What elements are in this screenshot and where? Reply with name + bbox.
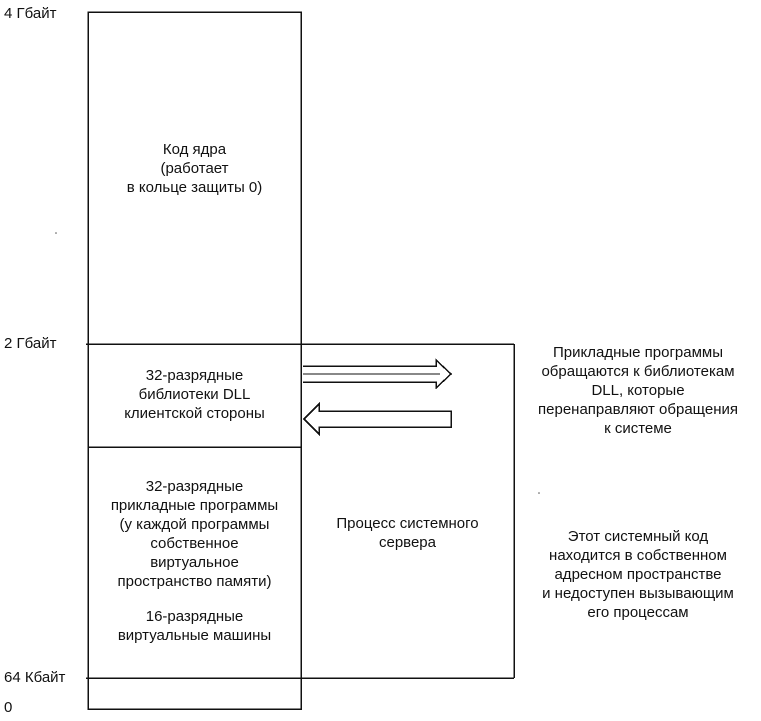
axis-label-2gb: 2 Гбайт	[4, 335, 57, 352]
dll-line: клиентской стороны	[124, 405, 265, 422]
vm-line: виртуальные машины	[117, 627, 272, 644]
kernel-line: в кольце защиты 0)	[126, 179, 263, 196]
dll-line: библиотеки DLL	[138, 386, 251, 403]
address-space-column	[87, 11, 302, 710]
axis-label-4gb: 4 Гбайт	[4, 5, 57, 22]
note-bottom-line: и недоступен вызывающим	[542, 585, 734, 602]
note-top-line: DLL, которые	[591, 382, 685, 399]
note-top-line: к системе	[604, 420, 672, 437]
applications-block: 32-разрядные прикладные программы (у каж…	[88, 477, 301, 645]
vm-line: 16-разрядные	[145, 608, 244, 625]
note-bottom: Этот системный код находится в собственн…	[516, 527, 760, 622]
kernel-line: Код ядра	[162, 141, 227, 158]
note-bottom-line: Этот системный код	[567, 528, 709, 545]
dll-block: 32-разрядные библиотеки DLL клиентской с…	[88, 366, 301, 423]
note-bottom-line: его процессам	[587, 604, 689, 621]
note-top-line: обращаются к библиотекам	[541, 363, 735, 380]
note-bottom-line: адресном пространстве	[554, 566, 722, 583]
apps-line: виртуальное	[150, 554, 239, 571]
kernel-code-block: Код ядра (работает в кольце защиты 0)	[88, 140, 301, 197]
apps-line: собственное	[150, 535, 239, 552]
apps-line: (у каждой программы	[119, 516, 270, 533]
axis-label-64kb: 64 Кбайт	[4, 669, 66, 686]
note-bottom-line: находится в собственном	[549, 547, 727, 564]
kernel-line: (работает	[160, 160, 229, 177]
server-line: сервера	[378, 534, 436, 551]
apps-line: пространство памяти)	[117, 573, 272, 590]
note-top-line: Прикладные программы	[552, 344, 724, 361]
server-process-block: Процесс системного сервера	[301, 514, 514, 552]
arrow-left-icon	[302, 402, 452, 436]
server-line: Процесс системного	[336, 515, 479, 532]
dll-line: 32-разрядные	[145, 367, 244, 384]
note-top: Прикладные программы обращаются к библио…	[516, 343, 760, 438]
note-top-line: перенаправляют обращения	[538, 401, 738, 418]
apps-line: 32-разрядные	[145, 478, 244, 495]
apps-line: прикладные программы	[110, 497, 279, 514]
axis-label-zero: 0	[4, 699, 13, 716]
